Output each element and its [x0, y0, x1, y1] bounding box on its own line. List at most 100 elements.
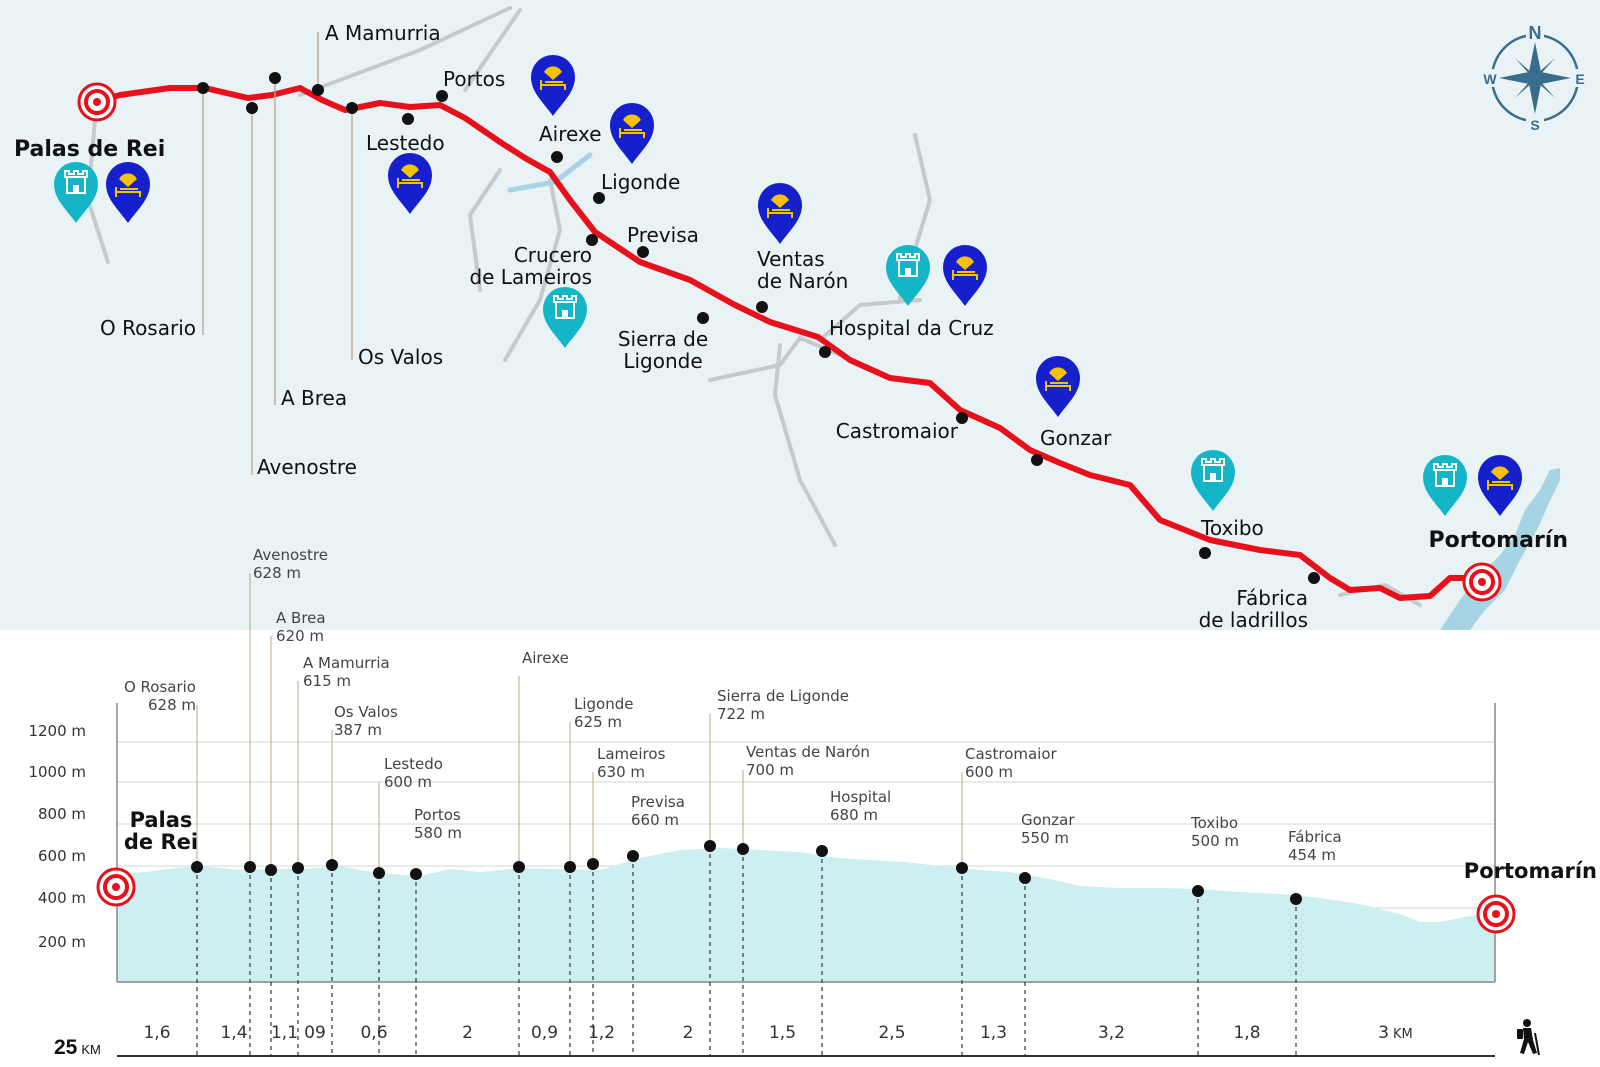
y-axis-label: 800 m: [38, 805, 86, 823]
monument-icon: [1423, 455, 1467, 516]
profile-point-name: Castromaior: [965, 745, 1058, 763]
profile-point-name: Airexe: [522, 649, 569, 667]
monument-icon: [543, 287, 587, 348]
profile-point-name: Ventas de Narón: [746, 743, 870, 761]
profile-point-elev: 600 m: [384, 773, 432, 791]
profile-point-elev: 500 m: [1191, 832, 1239, 850]
profile-point-elev: 625 m: [574, 713, 622, 731]
profile-start-marker: [96, 867, 136, 907]
profile-area: [117, 848, 1495, 982]
albergue-icon: [943, 245, 987, 306]
segment-distance: 1,4: [220, 1023, 247, 1043]
profile-point-name: Os Valos: [334, 703, 398, 721]
elevation-profile: [116, 703, 1496, 1057]
map-route-dots: [197, 72, 1320, 584]
profile-point-name: Previsa: [631, 793, 685, 811]
profile-point-elev: 620 m: [276, 627, 324, 645]
profile-point-elev: 680 m: [830, 806, 878, 824]
map-label-os-valos: Os Valos: [358, 345, 443, 369]
profile-point-name: Portos: [414, 806, 461, 824]
segment-distance: 1,1: [271, 1023, 298, 1043]
map-start-label: Palas de Rei: [14, 137, 165, 162]
profile-point-name: Hospital: [830, 788, 891, 806]
profile-point-name: Sierra de Ligonde: [717, 687, 849, 705]
compass-e: E: [1575, 71, 1584, 87]
route-line: [94, 85, 1473, 601]
profile-point-elev: 615 m: [303, 672, 351, 690]
segment-distance: 0,6: [360, 1023, 387, 1043]
map-leader-lines: [202, 32, 353, 475]
y-axis-label: 200 m: [38, 933, 86, 951]
profile-point-elev: 630 m: [597, 763, 645, 781]
map-end-label: Portomarín: [1428, 528, 1568, 553]
map-background: [0, 0, 1600, 630]
segment-distance: 2: [683, 1023, 694, 1043]
segment-distance: 3,2: [1098, 1023, 1125, 1043]
monument-icon: [1191, 450, 1235, 511]
segment-distance: 2: [462, 1023, 473, 1043]
y-axis-label: 600 m: [38, 847, 86, 865]
profile-point: Airexe: [513, 649, 569, 1056]
profile-end-label: Portomarín: [1464, 859, 1597, 883]
map-label-o-rosario: O Rosario: [100, 316, 196, 340]
segment-distance: 1,2: [588, 1023, 615, 1043]
monument-icon: [54, 162, 98, 223]
profile-point-name: Lameiros: [597, 745, 666, 763]
map-pins: [54, 55, 1522, 516]
map-label-a-brea: A Brea: [281, 386, 347, 410]
segment-distance: 1,6: [143, 1023, 170, 1043]
y-axis-label: 1000 m: [28, 763, 86, 781]
albergue-icon: [1478, 455, 1522, 516]
profile-point-name: Ligonde: [574, 695, 633, 713]
segment-distance: 0,9: [531, 1023, 558, 1043]
map-label-avenostre: Avenostre: [257, 455, 357, 479]
albergue-icon: [531, 55, 575, 116]
profile-end-marker: [1476, 894, 1516, 934]
albergue-icon: [106, 162, 150, 223]
map-start-marker: [77, 82, 117, 122]
y-axis-label: 1200 m: [28, 722, 86, 740]
albergue-icon: [610, 103, 654, 164]
hiker-icon: [1517, 1019, 1540, 1056]
segment-distance: 2,5: [878, 1023, 905, 1043]
profile-point-name: Toxibo: [1190, 814, 1238, 832]
compass-s: S: [1530, 117, 1539, 133]
map-label-toxibo: Toxibo: [1200, 516, 1264, 540]
map-label-lestedo: Lestedo: [366, 131, 445, 155]
compass-w: W: [1483, 71, 1497, 87]
segment-distance: 1,8: [1233, 1023, 1260, 1043]
map-label-portos: Portos: [443, 67, 505, 91]
map-label-castromaior: Castromaior: [836, 419, 959, 443]
map-end-marker: [1462, 562, 1502, 602]
map-label-ligonde: Ligonde: [601, 170, 680, 194]
profile-point-name: Lestedo: [384, 755, 443, 773]
profile-point-elev: 387 m: [334, 721, 382, 739]
compass-n: N: [1529, 23, 1542, 43]
albergue-icon: [1036, 356, 1080, 417]
profile-point-name: O Rosario: [124, 678, 196, 696]
